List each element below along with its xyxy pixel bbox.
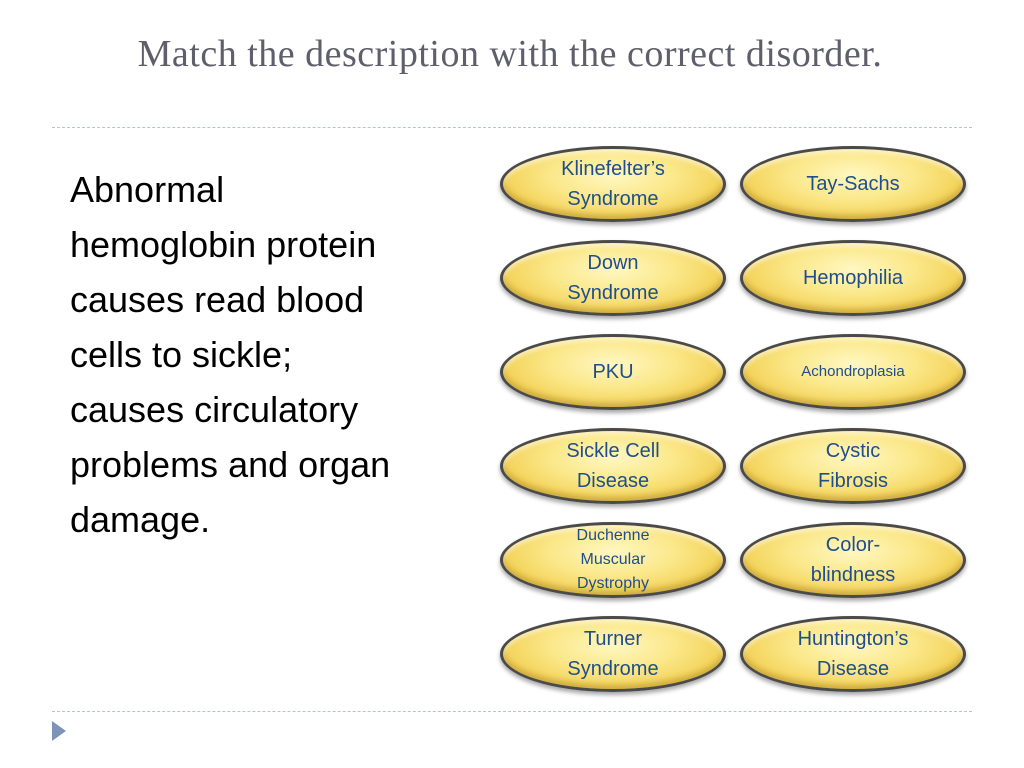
option-achondroplasia[interactable]: Achondroplasia <box>740 334 966 410</box>
option-label: PKU <box>592 361 634 383</box>
option-color-blindness[interactable]: Color- blindness <box>740 522 966 598</box>
option-label: Cystic Fibrosis <box>817 440 888 492</box>
option-down-syndrome[interactable]: Down Syndrome <box>500 240 726 316</box>
option-tay-sachs[interactable]: Tay-Sachs <box>740 146 966 222</box>
option-sickle-cell-disease[interactable]: Sickle Cell Disease <box>500 428 726 504</box>
option-label: Tay-Sachs <box>806 173 900 195</box>
option-label: Duchenne Muscular Dystrophy <box>576 527 650 592</box>
slide-title: Match the description with the correct d… <box>137 33 883 75</box>
option-cystic-fibrosis[interactable]: Cystic Fibrosis <box>740 428 966 504</box>
option-label: Achondroplasia <box>801 363 905 380</box>
option-label: Huntington’s Disease <box>797 628 909 680</box>
top-divider <box>52 127 972 128</box>
description-text: Abnormal hemoglobin protein causes read … <box>70 169 391 540</box>
bottom-divider <box>52 711 972 712</box>
option-duchenne-muscular-dystrophy[interactable]: Duchenne Muscular Dystrophy <box>500 522 726 598</box>
option-label: Turner Syndrome <box>567 628 659 680</box>
option-hemophilia[interactable]: Hemophilia <box>740 240 966 316</box>
option-pku[interactable]: PKU <box>500 334 726 410</box>
option-label: Sickle Cell Disease <box>566 440 660 492</box>
option-label: Down Syndrome <box>567 252 659 304</box>
option-label: Klinefelter’s Syndrome <box>561 158 665 210</box>
play-arrow-icon[interactable] <box>52 721 66 741</box>
option-turner-syndrome[interactable]: Turner Syndrome <box>500 616 726 692</box>
option-klinefelters-syndrome[interactable]: Klinefelter’s Syndrome <box>500 146 726 222</box>
option-huntingtons-disease[interactable]: Huntington’s Disease <box>740 616 966 692</box>
option-label: Hemophilia <box>802 267 904 289</box>
option-label: Color- blindness <box>810 534 896 586</box>
